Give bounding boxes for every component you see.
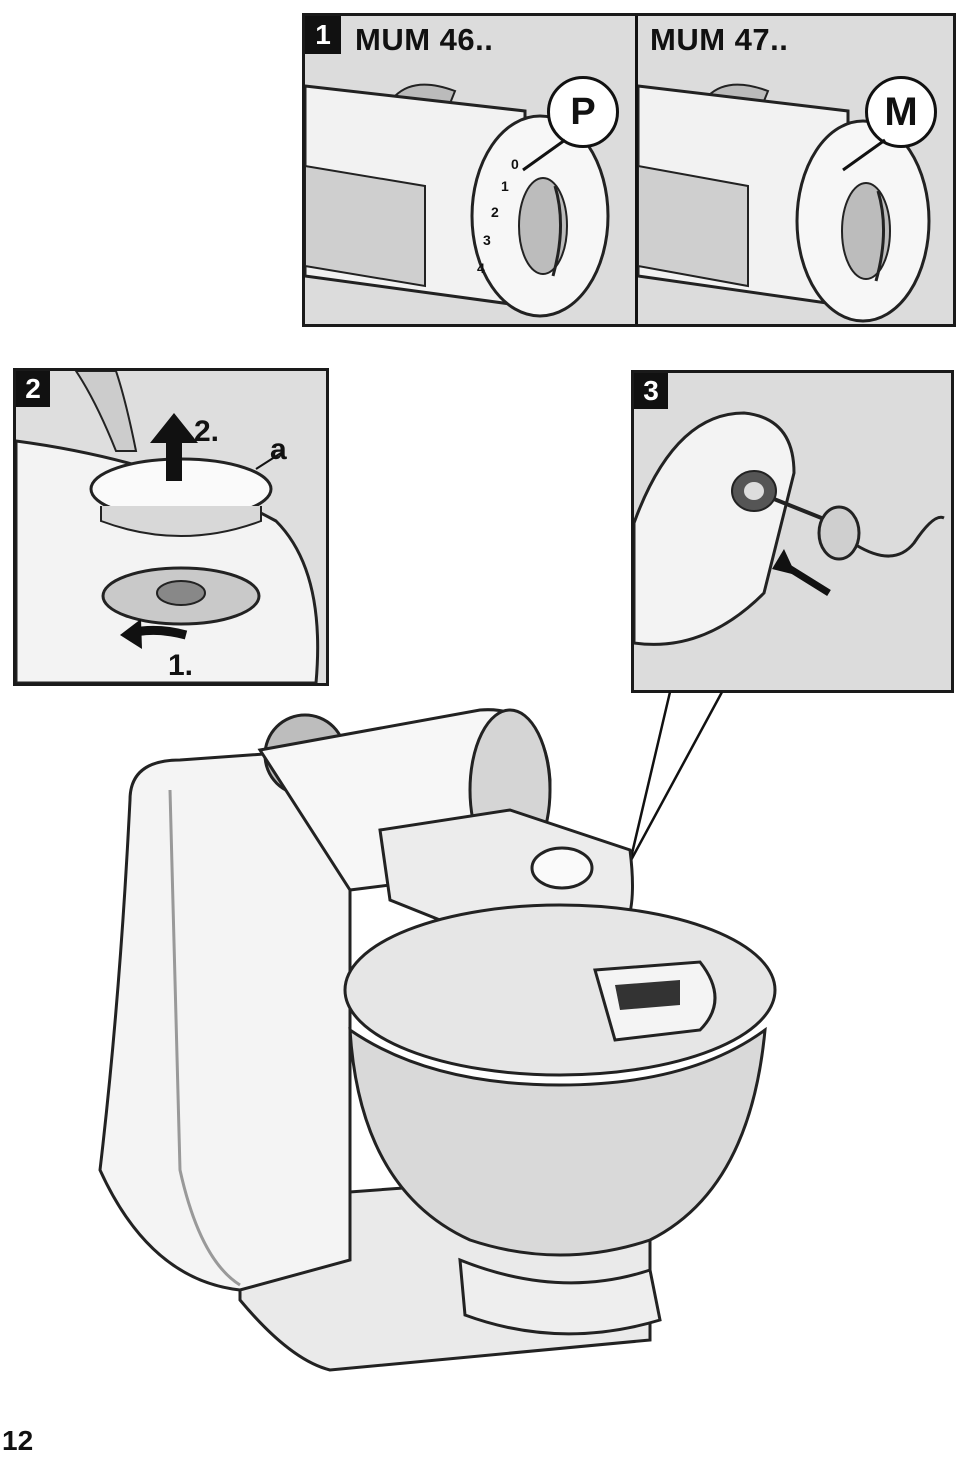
dial-mark-2: 2 xyxy=(491,204,499,220)
callout-pointer-right xyxy=(842,138,886,172)
beater-insertion-illustration xyxy=(634,373,951,690)
dial-mark-4: 4 xyxy=(477,260,485,276)
callout-pointer-left xyxy=(522,138,566,172)
dial-marks: 0 1 2 3 4 xyxy=(465,156,535,286)
model-label-mum46: MUM 46.. xyxy=(355,22,494,57)
figure-3-callout-lines xyxy=(628,691,724,863)
mum47-illustration xyxy=(638,16,953,324)
figure-1-panel: 0 1 2 3 4 1 MUM 46.. P MUM 47.. M xyxy=(302,13,956,327)
step-turn-label: 1. xyxy=(168,649,194,682)
drive-cover-illustration xyxy=(16,371,326,683)
figure-3-panel: 3 xyxy=(631,370,954,693)
figure-1-divider xyxy=(635,16,638,324)
dial-mark-0: 0 xyxy=(511,156,519,172)
figure-2-number: 2 xyxy=(16,371,50,407)
step-lift-label: 2. xyxy=(194,415,220,448)
figure-3-number: 3 xyxy=(634,373,668,409)
m-symbol: M xyxy=(884,89,918,134)
figure-2-panel: 2 2. a 1. xyxy=(13,368,329,686)
m-symbol-callout: M xyxy=(865,76,937,148)
mum46-illustration xyxy=(305,16,635,324)
part-label-a: a xyxy=(270,433,287,466)
page-number: 12 xyxy=(2,1425,34,1456)
pulse-symbol: P xyxy=(570,90,596,133)
dial-mark-1: 1 xyxy=(501,178,509,194)
kitchen-machine-illustration xyxy=(98,708,777,1372)
dial-mark-3: 3 xyxy=(483,232,491,248)
figure-1-number: 1 xyxy=(305,16,341,54)
pulse-symbol-callout: P xyxy=(547,76,619,148)
model-label-mum47: MUM 47.. xyxy=(650,22,789,57)
